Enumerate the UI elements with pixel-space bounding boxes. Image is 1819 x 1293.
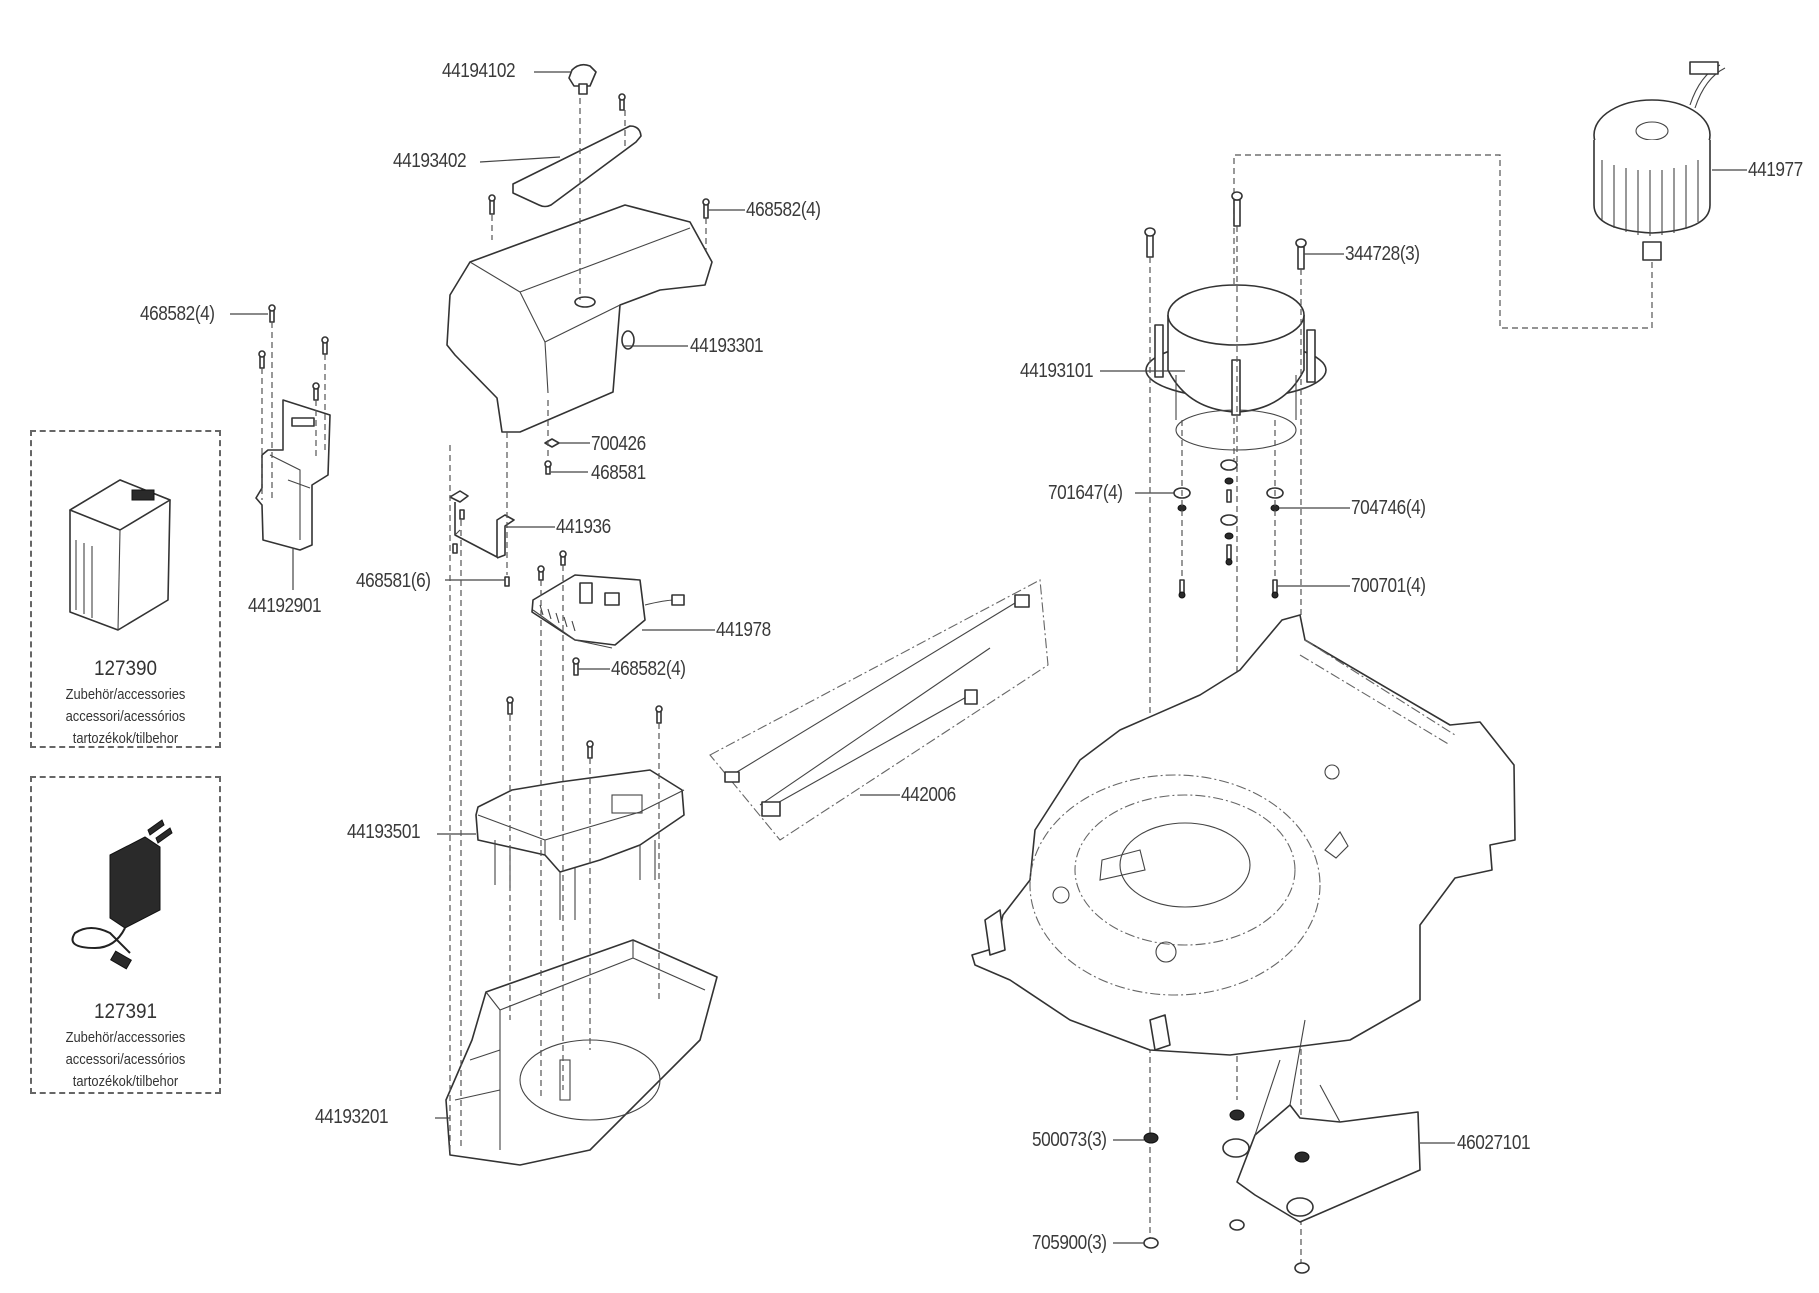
accessory-label-line: accessori/acessórios <box>65 708 186 725</box>
lockwashers-704746 <box>1177 477 1350 540</box>
part-lower-housing-44193201 <box>435 939 718 1166</box>
callout-44193402: 44193402 <box>393 150 467 172</box>
callout-468582-left: 468582(4) <box>140 303 215 325</box>
callout-705900: 705900(3) <box>1032 1232 1107 1254</box>
washers-701647 <box>1135 459 1284 526</box>
callout-704746: 704746(4) <box>1351 497 1426 519</box>
callout-441977: 441977 <box>1748 159 1803 181</box>
callout-46027101: 46027101 <box>1457 1132 1531 1154</box>
accessory-box-battery: 127390 Zubehör/accessories accessori/ace… <box>30 430 221 748</box>
accessory-label-line: Zubehör/accessories <box>65 686 186 703</box>
callout-441978: 441978 <box>716 619 771 641</box>
nuts-705900 <box>1113 1219 1310 1274</box>
part-cable-set-442006 <box>709 579 1049 841</box>
nuts-500073 <box>1113 1109 1310 1163</box>
callout-344728: 344728(3) <box>1345 243 1420 265</box>
callout-701647: 701647(4) <box>1048 482 1123 504</box>
callout-468582-top: 468582(4) <box>746 199 821 221</box>
part-cover-44193402 <box>479 125 642 208</box>
accessory-label-line: tartozékok/tilbehor <box>72 730 179 747</box>
callout-468581-6: 468581(6) <box>356 570 431 592</box>
part-bracket-441936 <box>445 490 555 587</box>
callout-442006: 442006 <box>901 784 956 806</box>
screw-468581 <box>544 460 588 475</box>
callout-441936: 441936 <box>556 516 611 538</box>
bolts-344728 <box>1144 191 1344 270</box>
part-knob-44194102 <box>534 63 597 95</box>
callout-500073: 500073(3) <box>1032 1129 1107 1151</box>
callout-468581: 468581 <box>591 462 646 484</box>
washer-700426 <box>544 438 590 448</box>
callout-44194102: 44194102 <box>442 60 516 82</box>
callout-44193301: 44193301 <box>690 335 764 357</box>
callout-44193101: 44193101 <box>1020 360 1094 382</box>
battery-icon <box>69 479 171 631</box>
accessory-box-charger: 127391 Zubehör/accessories accessori/ace… <box>30 776 221 1094</box>
part-battery-holder-44192901 <box>230 304 331 590</box>
callout-44193501: 44193501 <box>347 821 421 843</box>
connector-line-motor <box>1233 154 1653 460</box>
part-base-plate-44193501 <box>437 696 685 920</box>
screws-700701 <box>1178 489 1350 599</box>
callout-700701: 700701(4) <box>1351 575 1426 597</box>
accessory-part-number: 127391 <box>93 1000 158 1023</box>
callout-700426: 700426 <box>591 433 646 455</box>
callout-44192901: 44192901 <box>248 595 322 617</box>
accessory-label-line: Zubehör/accessories <box>65 1029 186 1046</box>
part-motor-441977 <box>1593 61 1747 261</box>
part-housing-44193301 <box>446 204 713 433</box>
part-motor-adapter-44193101 <box>1100 284 1327 451</box>
accessory-part-number: 127390 <box>93 657 158 680</box>
alignment-lines-left <box>261 98 707 1150</box>
callout-44193201: 44193201 <box>315 1106 389 1128</box>
part-discharge-shield-46027101 <box>1222 1019 1455 1223</box>
part-mower-deck <box>971 614 1516 1056</box>
callout-468582-mid: 468582(4) <box>611 658 686 680</box>
part-controller-441978 <box>531 550 715 676</box>
accessory-label-line: tartozékok/tilbehor <box>72 1073 179 1090</box>
charger-icon <box>71 819 173 970</box>
accessory-label-line: accessori/acessórios <box>65 1051 186 1068</box>
